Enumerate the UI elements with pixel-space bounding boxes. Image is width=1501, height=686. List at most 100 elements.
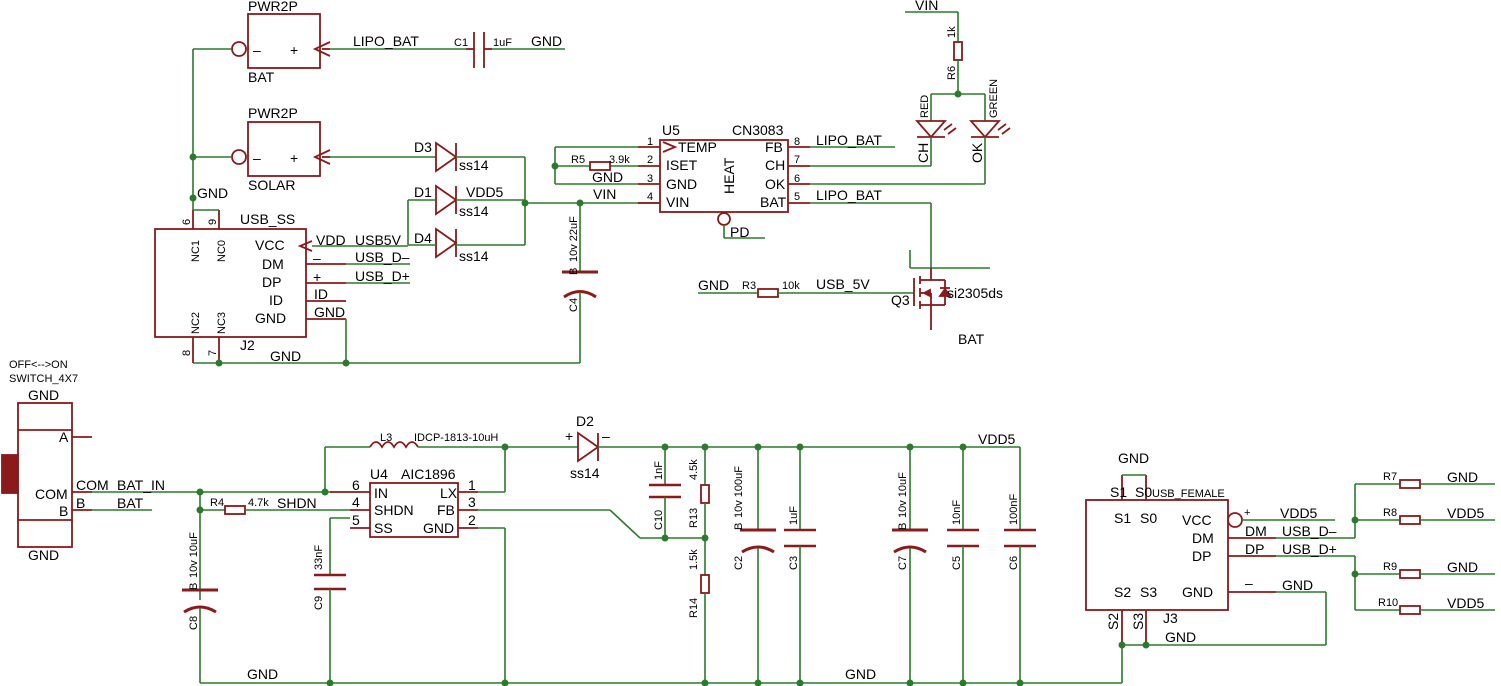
j2-nc3: NC3 — [216, 312, 228, 334]
pwr-bat-plus: + — [290, 42, 298, 58]
u5-pd: PD — [730, 224, 749, 240]
r5-value: 3.9k — [609, 154, 630, 166]
c7-name: C7 — [897, 556, 909, 570]
j3-s2: S2 — [1114, 584, 1131, 600]
led-green-net: OK — [969, 142, 985, 163]
net-gnd-j3-bottom: GND — [1165, 629, 1196, 645]
u5-pin-gnd: GND — [666, 176, 697, 192]
resistor-r4: R4 4.7k — [210, 497, 269, 515]
c3-name: C3 — [788, 556, 800, 570]
u5-pin-ok: OK — [765, 176, 786, 192]
j2-pin6: 6 — [181, 219, 193, 225]
net-minus-j2: – — [313, 250, 321, 266]
r10-name: R10 — [1378, 597, 1398, 609]
mosfet-q3: Q3 si2305ds — [891, 268, 1003, 330]
net-vdd5-j3: VDD5 — [1280, 505, 1318, 521]
diode-d2: D2 ss14 + – — [565, 413, 610, 481]
net-gnd-bottom-mid: GND — [845, 666, 876, 682]
j3-gnd: GND — [1182, 584, 1213, 600]
j2-part: USB_SS — [240, 211, 295, 227]
c10-value: 1nF — [653, 461, 665, 480]
u5-name: U5 — [662, 122, 680, 138]
d4-name: D4 — [414, 230, 432, 246]
q3-value: si2305ds — [947, 285, 1003, 301]
j3-dp: DP — [1192, 548, 1211, 564]
u4-pin4: 4 — [352, 494, 360, 510]
net-vdd: VDD — [316, 232, 346, 248]
j2-gnd: GND — [255, 310, 286, 326]
usb-ss-connector-j2: USB_SS J2 6 9 NC1 NC0 8 7 NC2 NC3 VCC DM… — [154, 210, 346, 363]
pwr-solar-connector: PWR2P SOLAR – + — [231, 105, 331, 193]
j2-pin7: 7 — [207, 350, 219, 356]
resistor-r6: 1k R6 — [946, 26, 963, 80]
c4-value: 10v 22uF — [568, 216, 580, 262]
j2-dp: DP — [262, 274, 281, 290]
j3-outer-s0: S0 — [1135, 484, 1152, 500]
capacitor-c6: 100nF C6 — [1004, 494, 1036, 570]
c7-pol: B — [897, 523, 909, 530]
net-vdd5-d1: VDD5 — [466, 184, 504, 200]
j3-s1: S1 — [1114, 510, 1131, 526]
r4-name: R4 — [210, 497, 224, 509]
u5-pin3: 3 — [647, 173, 653, 185]
u4-pin6: 6 — [352, 477, 360, 493]
led-green-color: GREEN — [988, 79, 1000, 118]
led-red-net: CH — [915, 143, 931, 163]
u5-pin6: 6 — [794, 173, 800, 185]
c8-pol: B — [188, 583, 200, 590]
u4-pin-fb: FB — [437, 502, 455, 518]
j3-outer-s2: S2 — [1105, 613, 1121, 630]
r7-net: GND — [1447, 469, 1478, 485]
resistor-r13: 4.5k R13 — [688, 459, 710, 528]
net-vdd5-out: VDD5 — [978, 431, 1016, 447]
r6-name: R6 — [946, 66, 958, 80]
u5-pin-ch: CH — [765, 157, 785, 173]
r3-name: R3 — [742, 280, 756, 292]
r9-name: R9 — [1383, 561, 1397, 573]
pwr-bat-minus: – — [253, 42, 261, 58]
j3-s3: S3 — [1140, 584, 1157, 600]
j3-part: USB_FEMALE — [1152, 488, 1225, 500]
net-gnd-j3-top: GND — [1118, 450, 1149, 466]
r3-value: 10k — [782, 280, 800, 292]
c4-name: C4 — [568, 298, 580, 312]
switch-4x7: OFF<-->ON SWITCH_4X7 A COM B — [1, 359, 92, 548]
c3-value: 1uF — [788, 506, 800, 525]
pwr-solar-name: PWR2P — [248, 105, 298, 121]
u5-pin-fb: FB — [765, 139, 783, 155]
u4-pin-in: IN — [374, 485, 388, 501]
r6-value: 1k — [946, 26, 958, 38]
net-gnd-switch-top: GND — [28, 387, 59, 403]
u5-pin8: 8 — [794, 136, 800, 148]
u5-pin-bat: BAT — [760, 194, 787, 210]
j2-id: ID — [269, 292, 283, 308]
net-shdn: SHDN — [277, 495, 317, 511]
net-usb-5v: USB_5V — [816, 276, 870, 292]
c7-value: 10v 10uF — [897, 472, 909, 518]
inductor-l3: L3 IDCP-1813-10uH — [369, 432, 498, 449]
pwr-solar-label: SOLAR — [248, 177, 295, 193]
r13-value: 4.5k — [688, 459, 700, 480]
r14-name: R14 — [688, 598, 700, 618]
r4-value: 4.7k — [248, 497, 269, 509]
net-usb5v: USB5V — [355, 232, 402, 248]
u5-heat: HEAT — [721, 157, 737, 194]
net-bat-q3: BAT — [958, 331, 985, 347]
net-usb-dp-j2: USB_D+ — [355, 268, 410, 284]
capacitor-c5: 10nF C5 — [947, 500, 979, 570]
d2-plus: + — [565, 428, 573, 444]
net-plus-j3: + — [1244, 507, 1250, 519]
c2-name: C2 — [733, 556, 745, 570]
j3-net-dp: DP — [1245, 541, 1264, 557]
r9-net: GND — [1447, 559, 1478, 575]
j3-outer-s1: S1 — [1110, 484, 1127, 500]
led-red-color: RED — [919, 95, 931, 118]
d4-value: ss14 — [459, 248, 489, 264]
usb-female-connector-j3: USB_FEMALE J3 S1 S0 S1 S0 S2 S3 S2 S3 VC… — [1085, 475, 1276, 645]
u4-pin5: 5 — [352, 512, 360, 528]
d2-minus: – — [602, 428, 610, 444]
capacitor-c7: B 10v 10uF C7 — [892, 472, 928, 570]
net-gnd-j2-bottom: GND — [270, 348, 301, 364]
u4-pin-gnd: GND — [423, 520, 454, 536]
net-gnd-switch-bottom: GND — [28, 547, 59, 563]
